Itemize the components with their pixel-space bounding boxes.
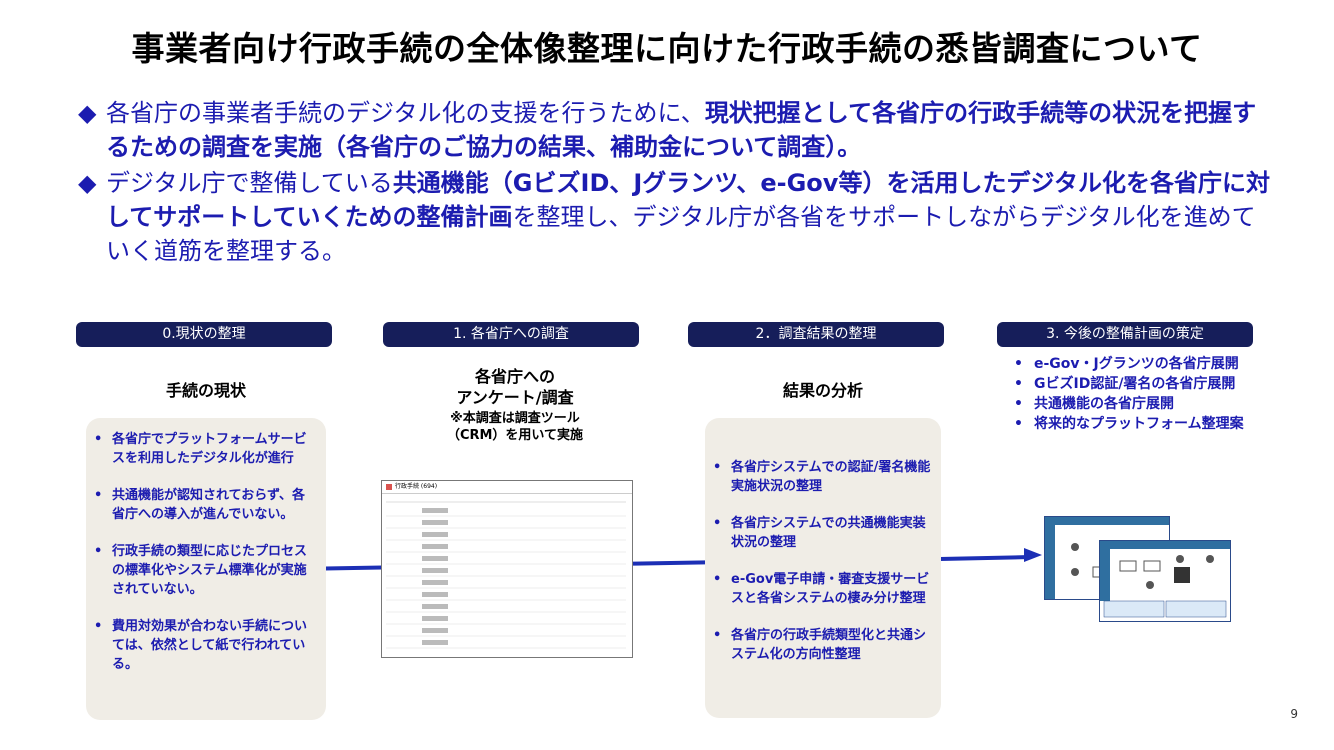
intro-bullets: ◆ 各省庁の事業者手続のデジタル化の支援を行うために、現状把握として各省庁の行政… <box>78 96 1278 270</box>
step-pill-analysis: 2．調査結果の整理 <box>688 322 944 347</box>
bullet-text-after: を整理し、デジタル庁が各省をサポートしながらデジタル化を進めていく道筋を整理する… <box>106 203 1256 265</box>
analysis-item: 各省庁システムでの認証/署名機能実施状況の整理 <box>709 458 933 496</box>
crm-row-cell <box>422 616 448 621</box>
intro-bullet-1: ◆ 各省庁の事業者手続のデジタル化の支援を行うために、現状把握として各省庁の行政… <box>78 96 1278 164</box>
current-state-item: 行政手続の類型に応じたプロセスの標準化やシステム標準化が実施されていない。 <box>90 542 316 599</box>
analysis-card: 各省庁システムでの認証/署名機能実施状況の整理 各省庁システムでの共通機能実装状… <box>705 418 941 718</box>
survey-note: ※本調査は調査ツール （CRM）を用いて実施 <box>400 410 630 444</box>
crm-row-cell <box>422 580 448 585</box>
flow-line-1-2 <box>630 560 707 566</box>
bullet-text-plain: デジタル庁で整備している <box>106 169 393 197</box>
analysis-item: 各省庁システムでの共通機能実装状況の整理 <box>709 514 933 552</box>
step-pill-current-state: 0.現状の整理 <box>76 322 332 347</box>
current-state-heading: 手続の現状 <box>165 381 246 400</box>
diamond-icon: ◆ <box>78 99 97 127</box>
crm-row-cell <box>422 640 448 645</box>
crm-row-cell <box>422 568 448 573</box>
crm-row-cell <box>422 508 448 513</box>
crm-row-cell <box>422 544 448 549</box>
plan-item: e-Gov・Jグランツの各省庁展開 <box>1010 354 1270 374</box>
crm-row-cell <box>422 556 448 561</box>
analysis-heading: 結果の分析 <box>782 381 863 400</box>
step-pill-plan: 3. 今後の整備計画の策定 <box>997 322 1253 347</box>
flow-line-0-1 <box>324 565 386 571</box>
crm-screenshot: 行政手続 (694) <box>381 480 633 658</box>
page-title: 事業者向け行政手続の全体像整理に向けた行政手続の悉皆調査について <box>131 29 1203 68</box>
current-state-item: 費用対効果が合わない手続については、依然として紙で行われている。 <box>90 617 316 674</box>
plan-item: GビズID認証/署名の各省庁展開 <box>1010 374 1270 394</box>
intro-bullet-2: ◆ デジタル庁で整備している共通機能（GビズID、Jグランツ、e-Gov等）を活… <box>78 166 1278 268</box>
crm-table <box>386 501 626 649</box>
plan-diagram-front <box>1099 540 1231 622</box>
flow-line-2-3 <box>939 555 1031 561</box>
bullet-text-bold: 現状把握として各省庁の行政手続等の状況を把握するための調査を実施（各省庁のご協力… <box>106 99 1257 161</box>
current-state-card: 各省庁でプラットフォームサービスを利用したデジタル化が進行 共通機能が認知されて… <box>86 418 326 720</box>
crm-row-cell <box>422 592 448 597</box>
step-pill-survey: 1. 各省庁への調査 <box>383 322 639 347</box>
crm-titlebar: 行政手続 (694) <box>382 481 632 494</box>
crm-logo-icon <box>386 484 392 490</box>
survey-note-line2: （CRM）を用いて実施 <box>446 428 584 443</box>
plan-item: 将来的なプラットフォーム整理案 <box>1010 414 1270 434</box>
crm-row-cell <box>422 604 448 609</box>
survey-heading-line1: 各省庁への <box>474 367 555 386</box>
crm-row-cell <box>422 532 448 537</box>
analysis-item: e-Gov電子申請・審査支援サービスと各省システムの棲み分け整理 <box>709 570 933 608</box>
flow-arrow-icon <box>1024 548 1042 562</box>
bullet-text-plain: 各省庁の事業者手続のデジタル化の支援を行うために、 <box>106 99 705 127</box>
survey-note-line1: ※本調査は調査ツール <box>450 411 580 426</box>
plan-list: e-Gov・Jグランツの各省庁展開 GビズID認証/署名の各省庁展開 共通機能の… <box>1010 354 1270 434</box>
crm-title: 行政手続 (694) <box>395 483 438 490</box>
survey-heading: 各省庁への アンケート/調査 <box>400 366 630 408</box>
plan-item: 共通機能の各省庁展開 <box>1010 394 1270 414</box>
crm-row-cell <box>422 628 448 633</box>
diamond-icon: ◆ <box>78 169 97 197</box>
crm-row-cell <box>422 520 448 525</box>
page-number: 9 <box>1290 707 1298 721</box>
survey-heading-line2: アンケート/調査 <box>456 388 574 407</box>
bullet-text-bold: 共通機能（GビズID、Jグランツ、e-Gov等）を活用したデジタル化を各省庁に対… <box>106 169 1270 231</box>
analysis-item: 各省庁の行政手続類型化と共通システム化の方向性整理 <box>709 626 933 664</box>
current-state-item: 共通機能が認知されておらず、各省庁への導入が進んでいない。 <box>90 486 316 524</box>
current-state-item: 各省庁でプラットフォームサービスを利用したデジタル化が進行 <box>90 430 316 468</box>
